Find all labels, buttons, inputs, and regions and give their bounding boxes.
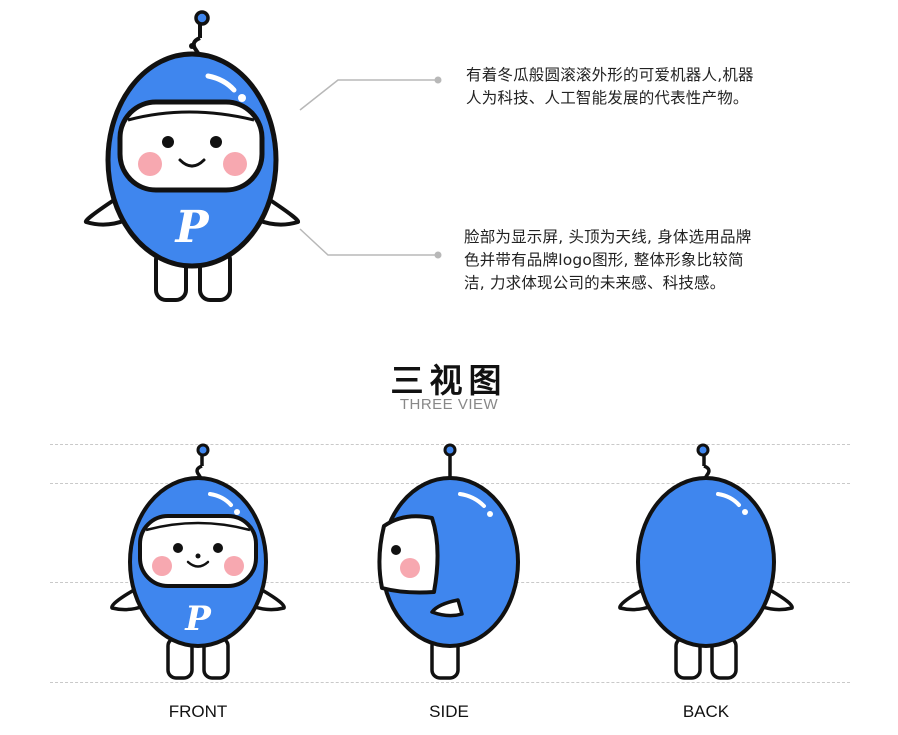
brand-logo: P [173,202,210,253]
description-block-2: 脸部为显示屏, 头顶为天线, 身体选用品牌 色并带有品牌logo图形, 整体形象… [464,226,751,295]
robot-back-view [618,443,794,680]
brand-logo-front: P [184,599,212,639]
label-side: SIDE [429,702,469,721]
description-1-line-1: 有着冬瓜般圆滚滚外形的可爱机器人,机器 [466,66,754,84]
robot-front-view: P [110,443,286,680]
callout-line-1 [299,76,442,111]
label-front: FRONT [168,702,228,721]
description-block-1: 有着冬瓜般圆滚滚外形的可爱机器人,机器 人为科技、人工智能发展的代表性产物。 [466,64,754,110]
guide-line-bottom [50,682,850,683]
description-2-line-2: 色并带有品牌logo图形, 整体形象比较简 [464,251,744,269]
section-title-cn: 三视图 [390,361,508,400]
section-title-en: THREE VIEW [399,396,499,413]
description-2-line-3: 洁, 力求体现公司的未来感、科技感。 [464,274,726,292]
robot-mascot-main: P [83,10,301,302]
robot-side-view [377,443,520,680]
description-1-line-2: 人为科技、人工智能发展的代表性产物。 [466,89,749,107]
label-back: BACK [682,702,730,721]
description-2-line-1: 脸部为显示屏, 头顶为天线, 身体选用品牌 [464,228,752,246]
callout-line-2 [299,228,442,259]
